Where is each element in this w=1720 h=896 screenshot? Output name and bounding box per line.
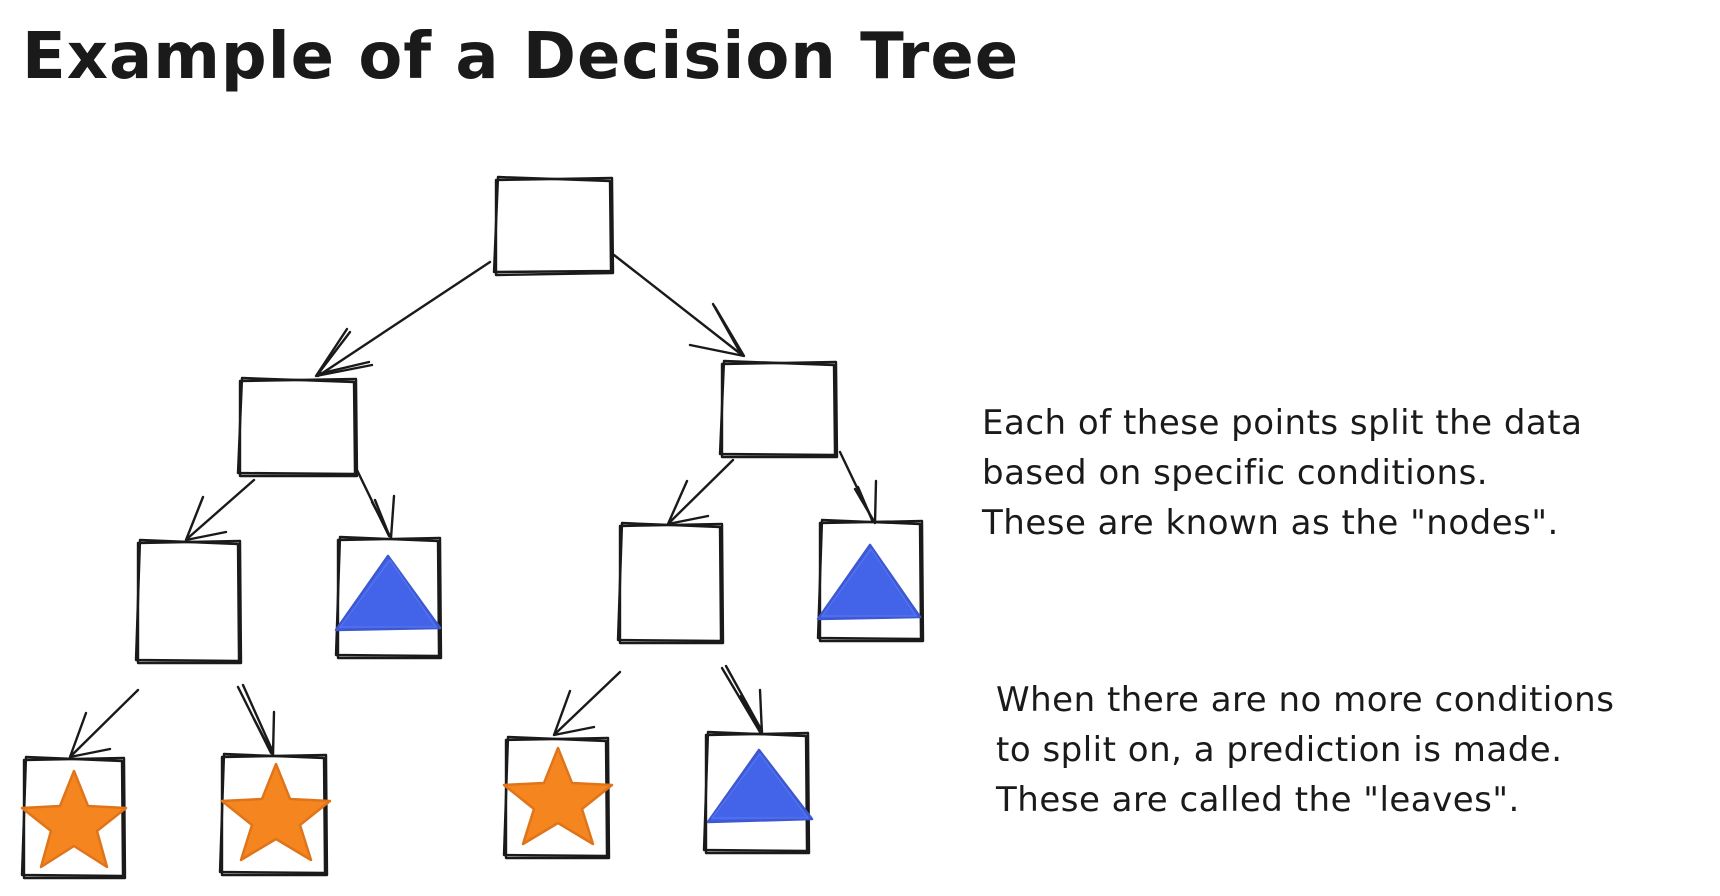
arrow bbox=[184, 478, 256, 542]
star-icon bbox=[220, 762, 332, 862]
leaf-node-box bbox=[20, 755, 127, 880]
arrow bbox=[354, 466, 396, 540]
annotation-line: Each of these points split the data bbox=[982, 403, 1583, 443]
star-icon bbox=[20, 769, 128, 869]
internal-node-right-left bbox=[616, 521, 725, 645]
arrow bbox=[666, 458, 735, 526]
leaf-node-box bbox=[502, 735, 611, 860]
annotation-line: When there are no more conditions bbox=[996, 680, 1615, 720]
triangle-icon bbox=[706, 748, 814, 824]
annotation-line: to split on, a prediction is made. bbox=[996, 730, 1563, 770]
triangle-icon bbox=[816, 543, 922, 621]
leaves-annotation: When there are no more conditions to spl… bbox=[996, 675, 1614, 825]
annotation-line: These are known as the "nodes". bbox=[982, 503, 1559, 543]
arrow bbox=[838, 450, 878, 525]
root-node bbox=[492, 175, 615, 277]
star-icon bbox=[502, 746, 614, 846]
triangle-icon bbox=[334, 554, 442, 632]
leaf-node-box bbox=[218, 752, 329, 877]
arrow bbox=[68, 688, 140, 759]
page-title: Example of a Decision Tree bbox=[22, 20, 1020, 94]
annotation-line: These are called the "leaves". bbox=[996, 780, 1520, 820]
arrow bbox=[552, 670, 622, 737]
leaf-node-box bbox=[816, 518, 925, 643]
internal-node-left bbox=[236, 376, 359, 478]
nodes-annotation: Each of these points split the data base… bbox=[982, 398, 1582, 548]
annotation-line: based on specific conditions. bbox=[982, 453, 1489, 493]
internal-node-right bbox=[718, 359, 839, 459]
arrow bbox=[720, 664, 764, 736]
internal-node-left-left bbox=[134, 538, 243, 665]
arrow bbox=[236, 683, 276, 757]
arrow bbox=[612, 253, 746, 358]
arrow bbox=[314, 260, 492, 378]
leaf-node-box bbox=[334, 535, 443, 660]
leaf-node-box bbox=[702, 730, 811, 855]
